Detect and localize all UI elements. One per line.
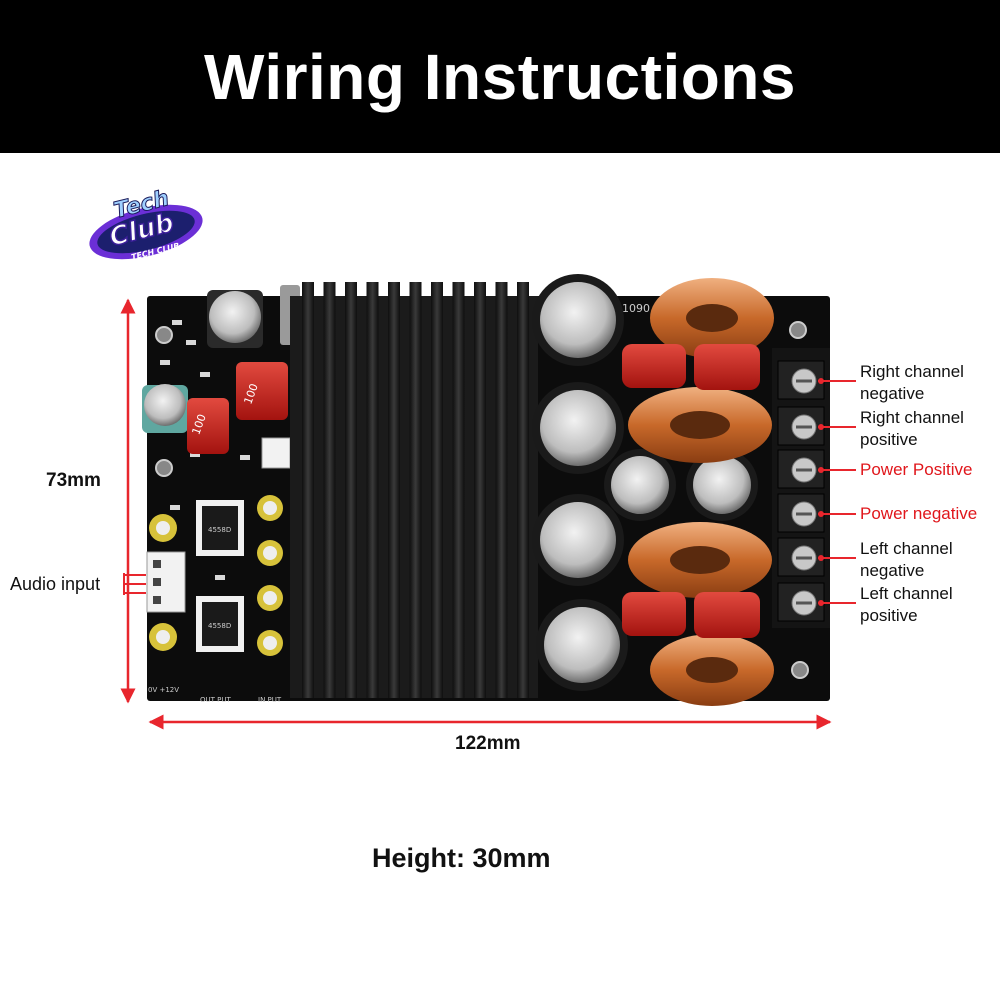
terminal-pointer-dot (818, 511, 824, 517)
opamp-chip: 4558D (196, 500, 244, 556)
audio-input-pointer (123, 573, 146, 595)
board-height-label: Height: 30mm (372, 843, 551, 873)
heatsink-fin (474, 282, 486, 698)
heatsink-fin (431, 282, 443, 698)
terminal-label-line2: negative (860, 561, 925, 580)
toroid-coil (628, 522, 772, 598)
medium-capacitor (604, 449, 676, 521)
red-capacitor-100uf: 100 (187, 398, 229, 454)
toroid-coil (628, 387, 772, 463)
terminal-label: Right channel negative (860, 361, 964, 405)
mount-hole (789, 321, 807, 339)
large-capacitor (532, 274, 624, 366)
screw-terminal[interactable] (777, 537, 825, 577)
toroid-coil (650, 278, 774, 358)
large-capacitor (536, 599, 628, 691)
board-serial: 1090 (622, 302, 650, 315)
large-capacitor (532, 494, 624, 586)
terminal-label-line1: Right channel (860, 362, 964, 381)
terminal-label-line2: positive (860, 430, 918, 449)
svg-text:4558D: 4558D (208, 526, 231, 534)
heatsink-fin (452, 282, 465, 698)
mount-hole (155, 459, 173, 477)
opamp-chip: 4558D (196, 596, 244, 652)
header-banner: Wiring Instructions (0, 0, 1000, 153)
svg-text:4558D: 4558D (208, 622, 231, 630)
small-capacitor (207, 290, 263, 348)
terminal-pointer-dot (818, 600, 824, 606)
dimension-height-label: 73mm (46, 470, 101, 491)
terminal-label-line1: Power Positive (860, 460, 973, 479)
red-capacitor-100uf: 100 (236, 362, 288, 420)
heatsink-fin (495, 282, 508, 698)
audio-input-connector[interactable] (146, 551, 186, 613)
screw-terminal[interactable] (777, 582, 825, 622)
pin-label-output: OUT PUT (200, 696, 231, 704)
pin-label-input: IN PUT (258, 696, 282, 704)
pin-label-power: 0V +12V (148, 686, 179, 694)
power-connector-small (261, 437, 291, 469)
film-capacitor (622, 344, 760, 638)
terminal-pointer-dot (818, 555, 824, 561)
terminal-label-line1: Left channel (860, 539, 953, 558)
terminal-label-line1: Right channel (860, 408, 964, 427)
yellow-capacitors (149, 495, 283, 656)
terminal-label-line1: Power negative (860, 504, 978, 523)
heatsink-fin (345, 282, 357, 698)
heatsink-fin (366, 282, 379, 698)
heatsink-fin (517, 282, 529, 698)
terminal-pointers (818, 378, 856, 606)
dimension-width-label: 122mm (455, 733, 521, 754)
mount-hole (791, 661, 809, 679)
terminal-label: Power negative (860, 503, 977, 525)
screw-terminal[interactable] (777, 493, 825, 533)
terminal-label: Left channel negative (860, 538, 953, 582)
small-capacitor (142, 384, 188, 433)
terminal-label-line2: positive (860, 606, 918, 625)
large-capacitor (532, 382, 624, 474)
heatsink-fin (323, 282, 336, 698)
audio-input-label: Audio input (10, 574, 101, 594)
screw-terminal[interactable] (777, 406, 825, 446)
terminal-pointer-dot (818, 467, 824, 473)
page-title: Wiring Instructions (203, 40, 797, 113)
heatsink-fin (409, 282, 422, 698)
tech-club-logo: Tech Club TECH CLUB (89, 188, 203, 262)
terminal-label-line2: negative (860, 384, 925, 403)
terminal-label: Left channel positive (860, 583, 953, 627)
terminal-label: Power Positive (860, 459, 972, 481)
toroid-coil (650, 634, 774, 706)
terminal-label-line1: Left channel (860, 584, 953, 603)
heatsink-fin (302, 282, 314, 698)
mount-hole (155, 326, 173, 344)
heatsink (280, 282, 538, 698)
medium-capacitor (686, 449, 758, 521)
terminal-pointer-dot (818, 424, 824, 430)
terminal-pointer-dot (818, 378, 824, 384)
screw-terminal[interactable] (777, 449, 825, 489)
screw-terminal[interactable] (777, 360, 825, 400)
terminal-label: Right channel positive (860, 407, 964, 451)
heatsink-fin (388, 282, 400, 698)
screw-terminal-block (772, 348, 830, 628)
